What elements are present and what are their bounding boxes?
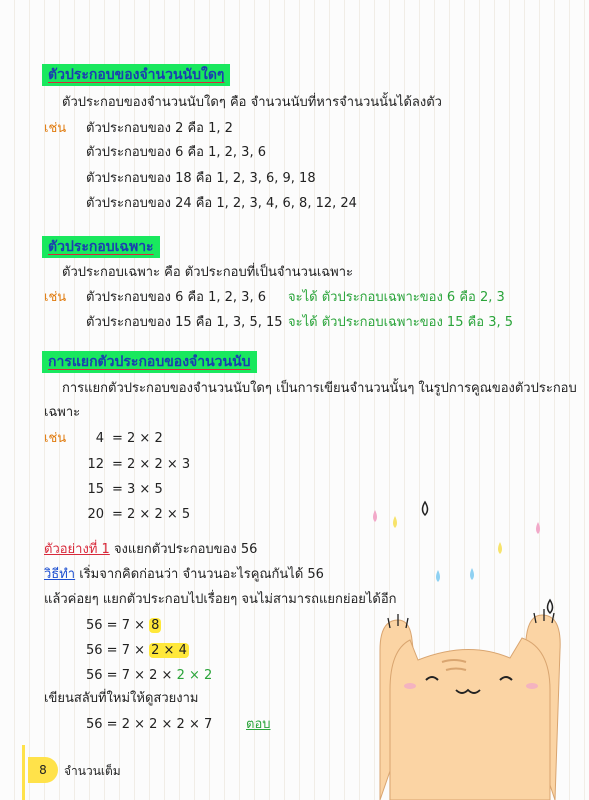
page-number: 8	[28, 757, 58, 783]
definition-factorization: การแยกตัวประกอบของจำนวนนับใดๆ เป็นการเขี…	[62, 381, 577, 396]
method-label: วิธีทำ	[44, 567, 76, 582]
definition-factors: ตัวประกอบของจำนวนนับใดๆ คือ จำนวนนับที่ห…	[62, 95, 442, 110]
example-label: เช่น	[44, 431, 67, 446]
example-number-label: ตัวอย่างที่ 1	[44, 542, 110, 557]
section-heading-factors: ตัวประกอบของจำนวนนับใดๆ	[42, 64, 231, 86]
highlighted-factor: 2 × 4	[149, 643, 189, 658]
number: 4	[95, 431, 104, 446]
result-text: จะได้ ตัวประกอบเฉพาะของ 15 คือ 3, 5	[288, 315, 514, 330]
factor-step-1: 56 = 7 × 8	[86, 617, 162, 635]
green-factor: 2 × 2	[176, 668, 213, 683]
answer-label: ตอบ	[246, 717, 271, 732]
method-step-2: แล้วค่อยๆ แยกตัวประกอบไปเรื่อยๆ จนไม่สาม…	[44, 592, 397, 607]
raindrop-icon	[436, 570, 440, 582]
factor-expression: = 2 × 2	[112, 431, 163, 446]
factor-expression: = 2 × 2 × 5	[112, 507, 191, 522]
factor-expression: = 2 × 2 × 3	[112, 457, 191, 472]
number: 15	[87, 482, 104, 497]
raindrop-icon	[373, 510, 377, 522]
cat-illustration	[373, 500, 561, 800]
example-label: เช่น	[44, 121, 67, 136]
final-factorization: 56 = 2 × 2 × 2 × 7	[86, 717, 213, 732]
factor-step-3: 56 = 7 × 2 × 2 × 2	[86, 667, 212, 685]
number: 20	[87, 507, 104, 522]
factor-step-text: 56 = 7 ×	[86, 643, 145, 658]
raindrop-icon	[546, 598, 554, 615]
method-step-3: เขียนสลับที่ใหม่ให้ดูสวยงาม	[44, 691, 199, 706]
highlighted-factor: 8	[149, 618, 162, 633]
definition-factorization-cont: เฉพาะ	[44, 405, 81, 420]
worked-example-heading: ตัวอย่างที่ 1 จงแยกตัวประกอบของ 56	[44, 541, 257, 559]
example-label: เช่น	[44, 290, 67, 305]
list-item: ตัวประกอบของ 18 คือ 1, 2, 3, 6, 9, 18	[86, 171, 316, 186]
list-item: ตัวประกอบของ 6 คือ 1, 2, 3, 6	[86, 290, 266, 305]
raindrop-icon	[393, 516, 397, 528]
list-item: ตัวประกอบของ 24 คือ 1, 2, 3, 4, 6, 8, 12…	[86, 196, 357, 211]
factor-step-text: 56 = 7 × 2 ×	[86, 668, 173, 683]
chapter-title: จำนวนเต็ม	[64, 764, 121, 778]
factor-expression: = 3 × 5	[112, 482, 163, 497]
list-item: ตัวประกอบของ 6 คือ 1, 2, 3, 6	[86, 145, 266, 160]
raindrop-icon	[498, 542, 502, 554]
raindrop-icon	[470, 568, 474, 580]
method-line: วิธีทำ เริ่มจากคิดก่อนว่า จำนวนอะไรคูณกั…	[44, 566, 324, 584]
number: 12	[87, 457, 104, 472]
definition-prime-factors: ตัวประกอบเฉพาะ คือ ตัวประกอบที่เป็นจำนวน…	[62, 265, 353, 280]
method-step-1: เริ่มจากคิดก่อนว่า จำนวนอะไรคูณกันได้ 56	[79, 567, 324, 582]
list-item: ตัวประกอบของ 15 คือ 1, 3, 5, 15	[86, 315, 283, 330]
result-text: จะได้ ตัวประกอบเฉพาะของ 6 คือ 2, 3	[288, 290, 505, 305]
footer-accent-bar	[22, 745, 25, 800]
example-problem: จงแยกตัวประกอบของ 56	[113, 542, 258, 557]
section-heading-factorization: การแยกตัวประกอบของจำนวนนับ	[42, 351, 257, 373]
factor-step-2: 56 = 7 × 2 × 4	[86, 642, 189, 660]
factor-step-text: 56 = 7 ×	[86, 618, 145, 633]
section-heading-prime-factors: ตัวประกอบเฉพาะ	[42, 236, 160, 258]
raindrop-icon	[536, 522, 540, 534]
raindrop-icon	[421, 500, 429, 517]
list-item: ตัวประกอบของ 2 คือ 1, 2	[86, 121, 233, 136]
